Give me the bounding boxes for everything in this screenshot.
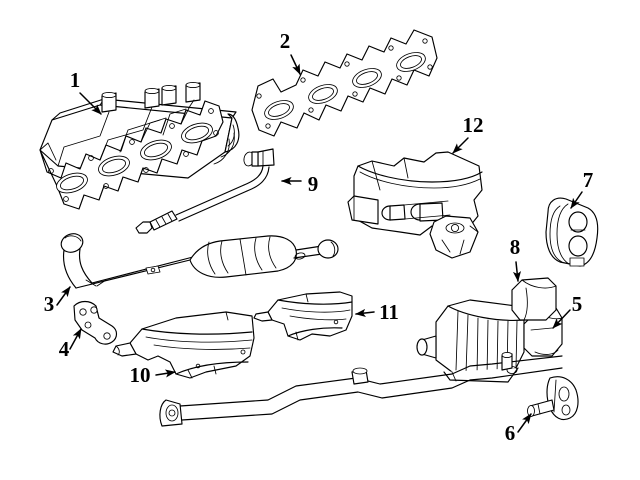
part-rubber-exhaust-hanger	[545, 197, 599, 267]
callout-number-10: 10	[130, 363, 151, 387]
leader-5	[552, 309, 571, 329]
part-pipe-mounting-bracket	[73, 300, 118, 345]
leader-10	[155, 369, 176, 378]
part-front-exhaust-pipe	[60, 233, 339, 289]
callout-number-3: 3	[44, 292, 55, 316]
callout-number-12: 12	[463, 113, 484, 137]
part-exhaust-tip	[511, 277, 557, 321]
part-front-heat-shield	[112, 311, 255, 379]
callout-number-5: 5	[572, 292, 583, 316]
callout-number-4: 4	[59, 337, 70, 361]
callout-number-1: 1	[70, 68, 81, 92]
leader-8	[512, 261, 522, 282]
part-muffler-hanger-bracket	[527, 376, 579, 421]
part-center-heat-shield	[253, 291, 353, 341]
callout-number-2: 2	[280, 29, 291, 53]
part-muffler-assembly	[416, 277, 563, 383]
leader-4	[69, 328, 82, 350]
leader-3	[56, 286, 71, 306]
manifold-ports	[56, 122, 213, 194]
part-exhaust-manifold	[39, 81, 240, 210]
manifold-runner-stubs	[101, 81, 201, 113]
gasket-bolt-holes	[256, 38, 433, 129]
leader-7	[570, 191, 583, 209]
leader-11	[355, 308, 375, 317]
part-oxygen-sensor	[135, 148, 275, 234]
callout-number-7: 7	[583, 168, 594, 192]
gasket-ports	[264, 52, 426, 120]
callout-number-6: 6	[505, 421, 516, 445]
callout-numbers: 1 2 3 4 5 6 7 8 9 10 11 12	[44, 29, 594, 445]
callout-number-9: 9	[308, 172, 319, 196]
callout-number-11: 11	[379, 300, 399, 324]
manifold-bolt-holes	[48, 108, 219, 202]
callout-leader-lines	[56, 54, 583, 433]
part-exhaust-manifold-gasket	[251, 29, 438, 137]
leader-2	[290, 54, 301, 75]
part-tailpipe	[159, 351, 563, 427]
callout-number-8: 8	[510, 235, 521, 259]
part-manifold-heat-shield	[347, 151, 483, 259]
leader-1	[79, 92, 102, 115]
leader-12	[452, 137, 469, 154]
leader-6	[517, 413, 532, 433]
